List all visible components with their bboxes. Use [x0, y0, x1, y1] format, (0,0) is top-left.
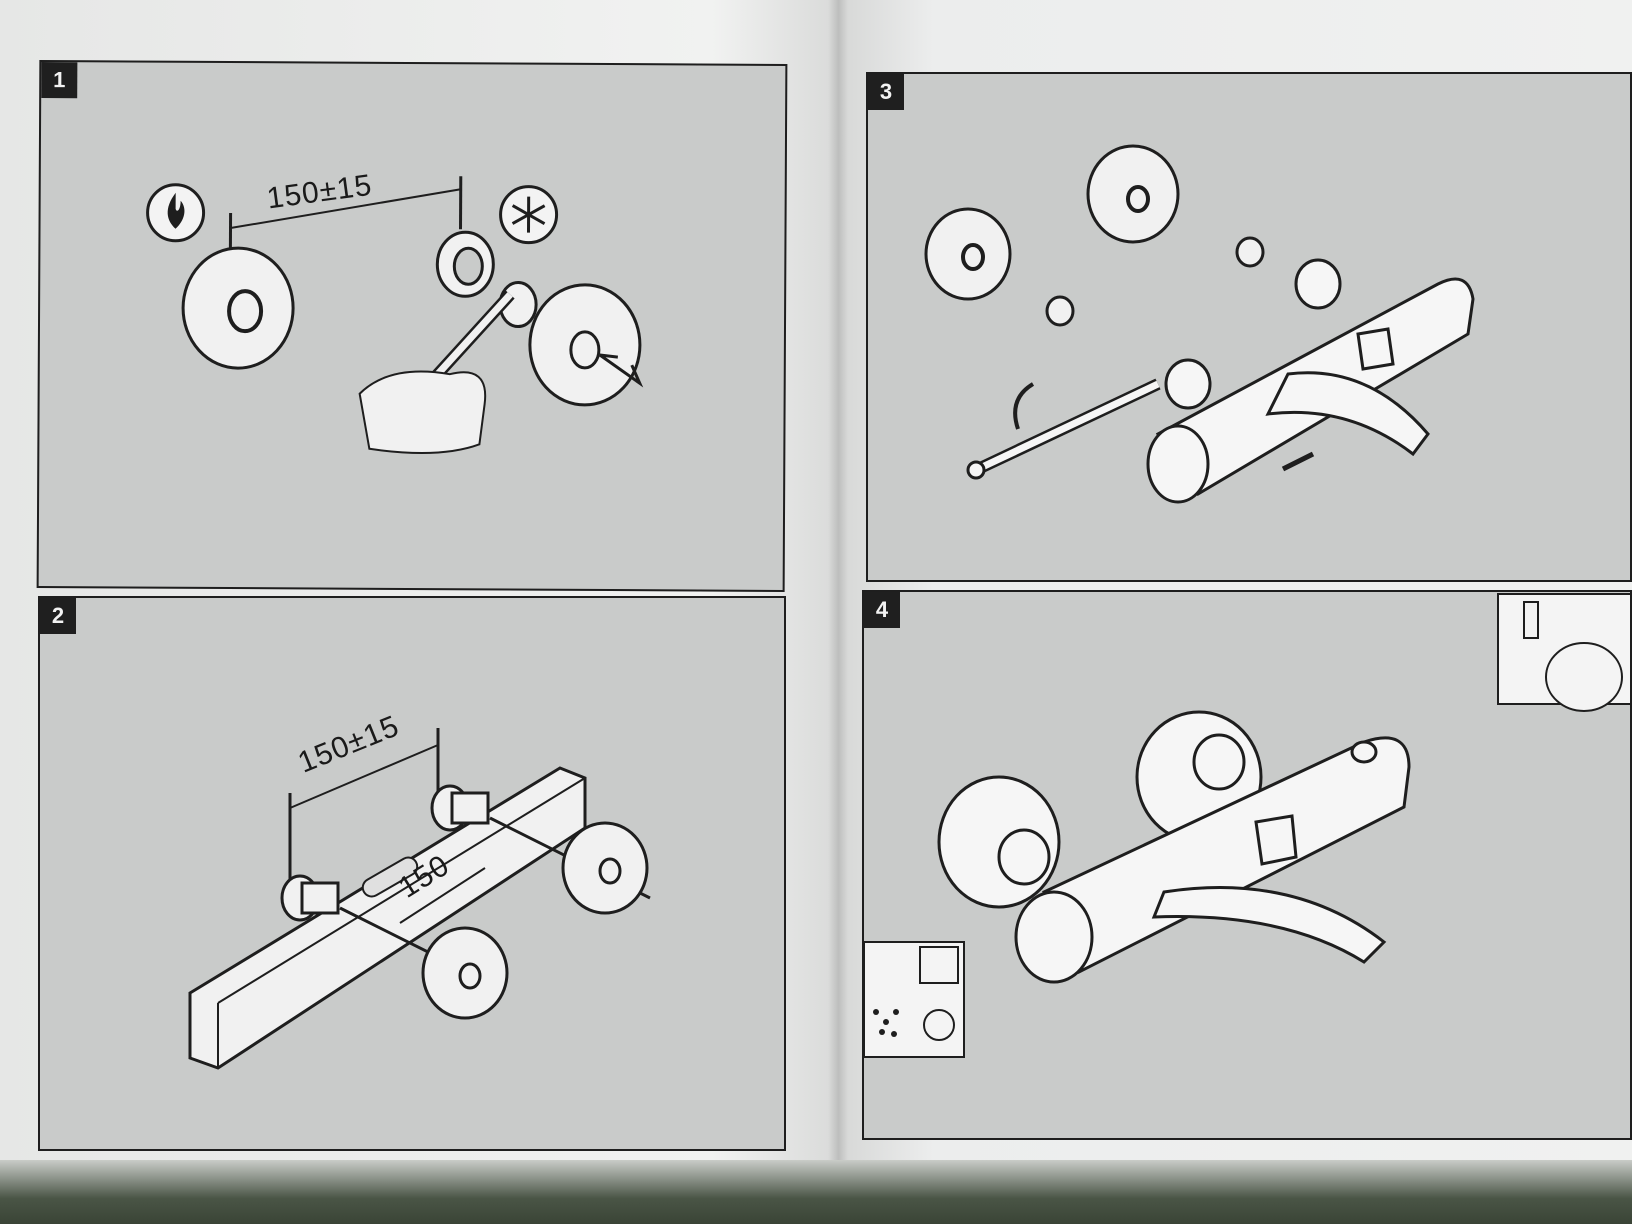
step-1-panel: 1 150±15 — [36, 60, 788, 592]
step-4-illustration — [864, 593, 1630, 1058]
step-number-badge: 3 — [868, 74, 904, 110]
step-4-panel: 4 — [862, 590, 1632, 1140]
background-surface — [0, 1160, 1632, 1224]
flame-icon — [146, 183, 206, 243]
book-gutter — [828, 0, 848, 1190]
step-1-illustration — [146, 176, 644, 455]
snowflake-icon — [499, 185, 559, 245]
water-drops-icon — [873, 1009, 899, 1037]
step-number-badge: 4 — [864, 592, 900, 628]
step-2-illustration — [188, 728, 651, 1070]
step-3-panel: 3 — [866, 72, 1632, 582]
step-number-badge: 2 — [40, 598, 76, 634]
step-2-panel: 2 150±15 150 — [38, 596, 786, 1151]
step-3-illustration — [924, 144, 1475, 504]
